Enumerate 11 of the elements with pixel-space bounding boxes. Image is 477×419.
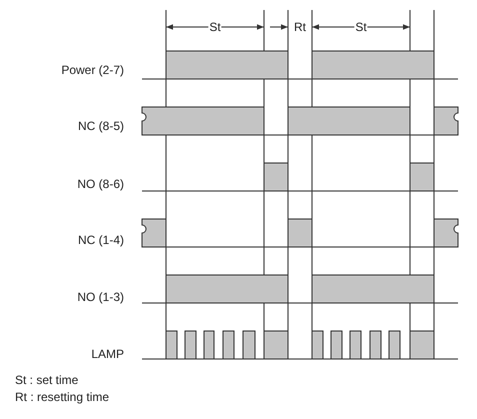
signal-name: NC (1-4) [78, 233, 124, 247]
signal-name: NO (8-6) [77, 177, 124, 191]
note: St : set time [15, 373, 78, 387]
signal-name: NC (8-5) [78, 119, 124, 133]
dimension-label: Rt [293, 20, 307, 34]
signal-name: NO (1-3) [77, 290, 124, 304]
note: Rt : resetting time [15, 390, 110, 404]
signal-name: Power (2-7) [61, 63, 124, 77]
dimension-label: St [354, 20, 368, 34]
dimension-label: St [208, 20, 222, 34]
signal-name: LAMP [91, 347, 124, 361]
